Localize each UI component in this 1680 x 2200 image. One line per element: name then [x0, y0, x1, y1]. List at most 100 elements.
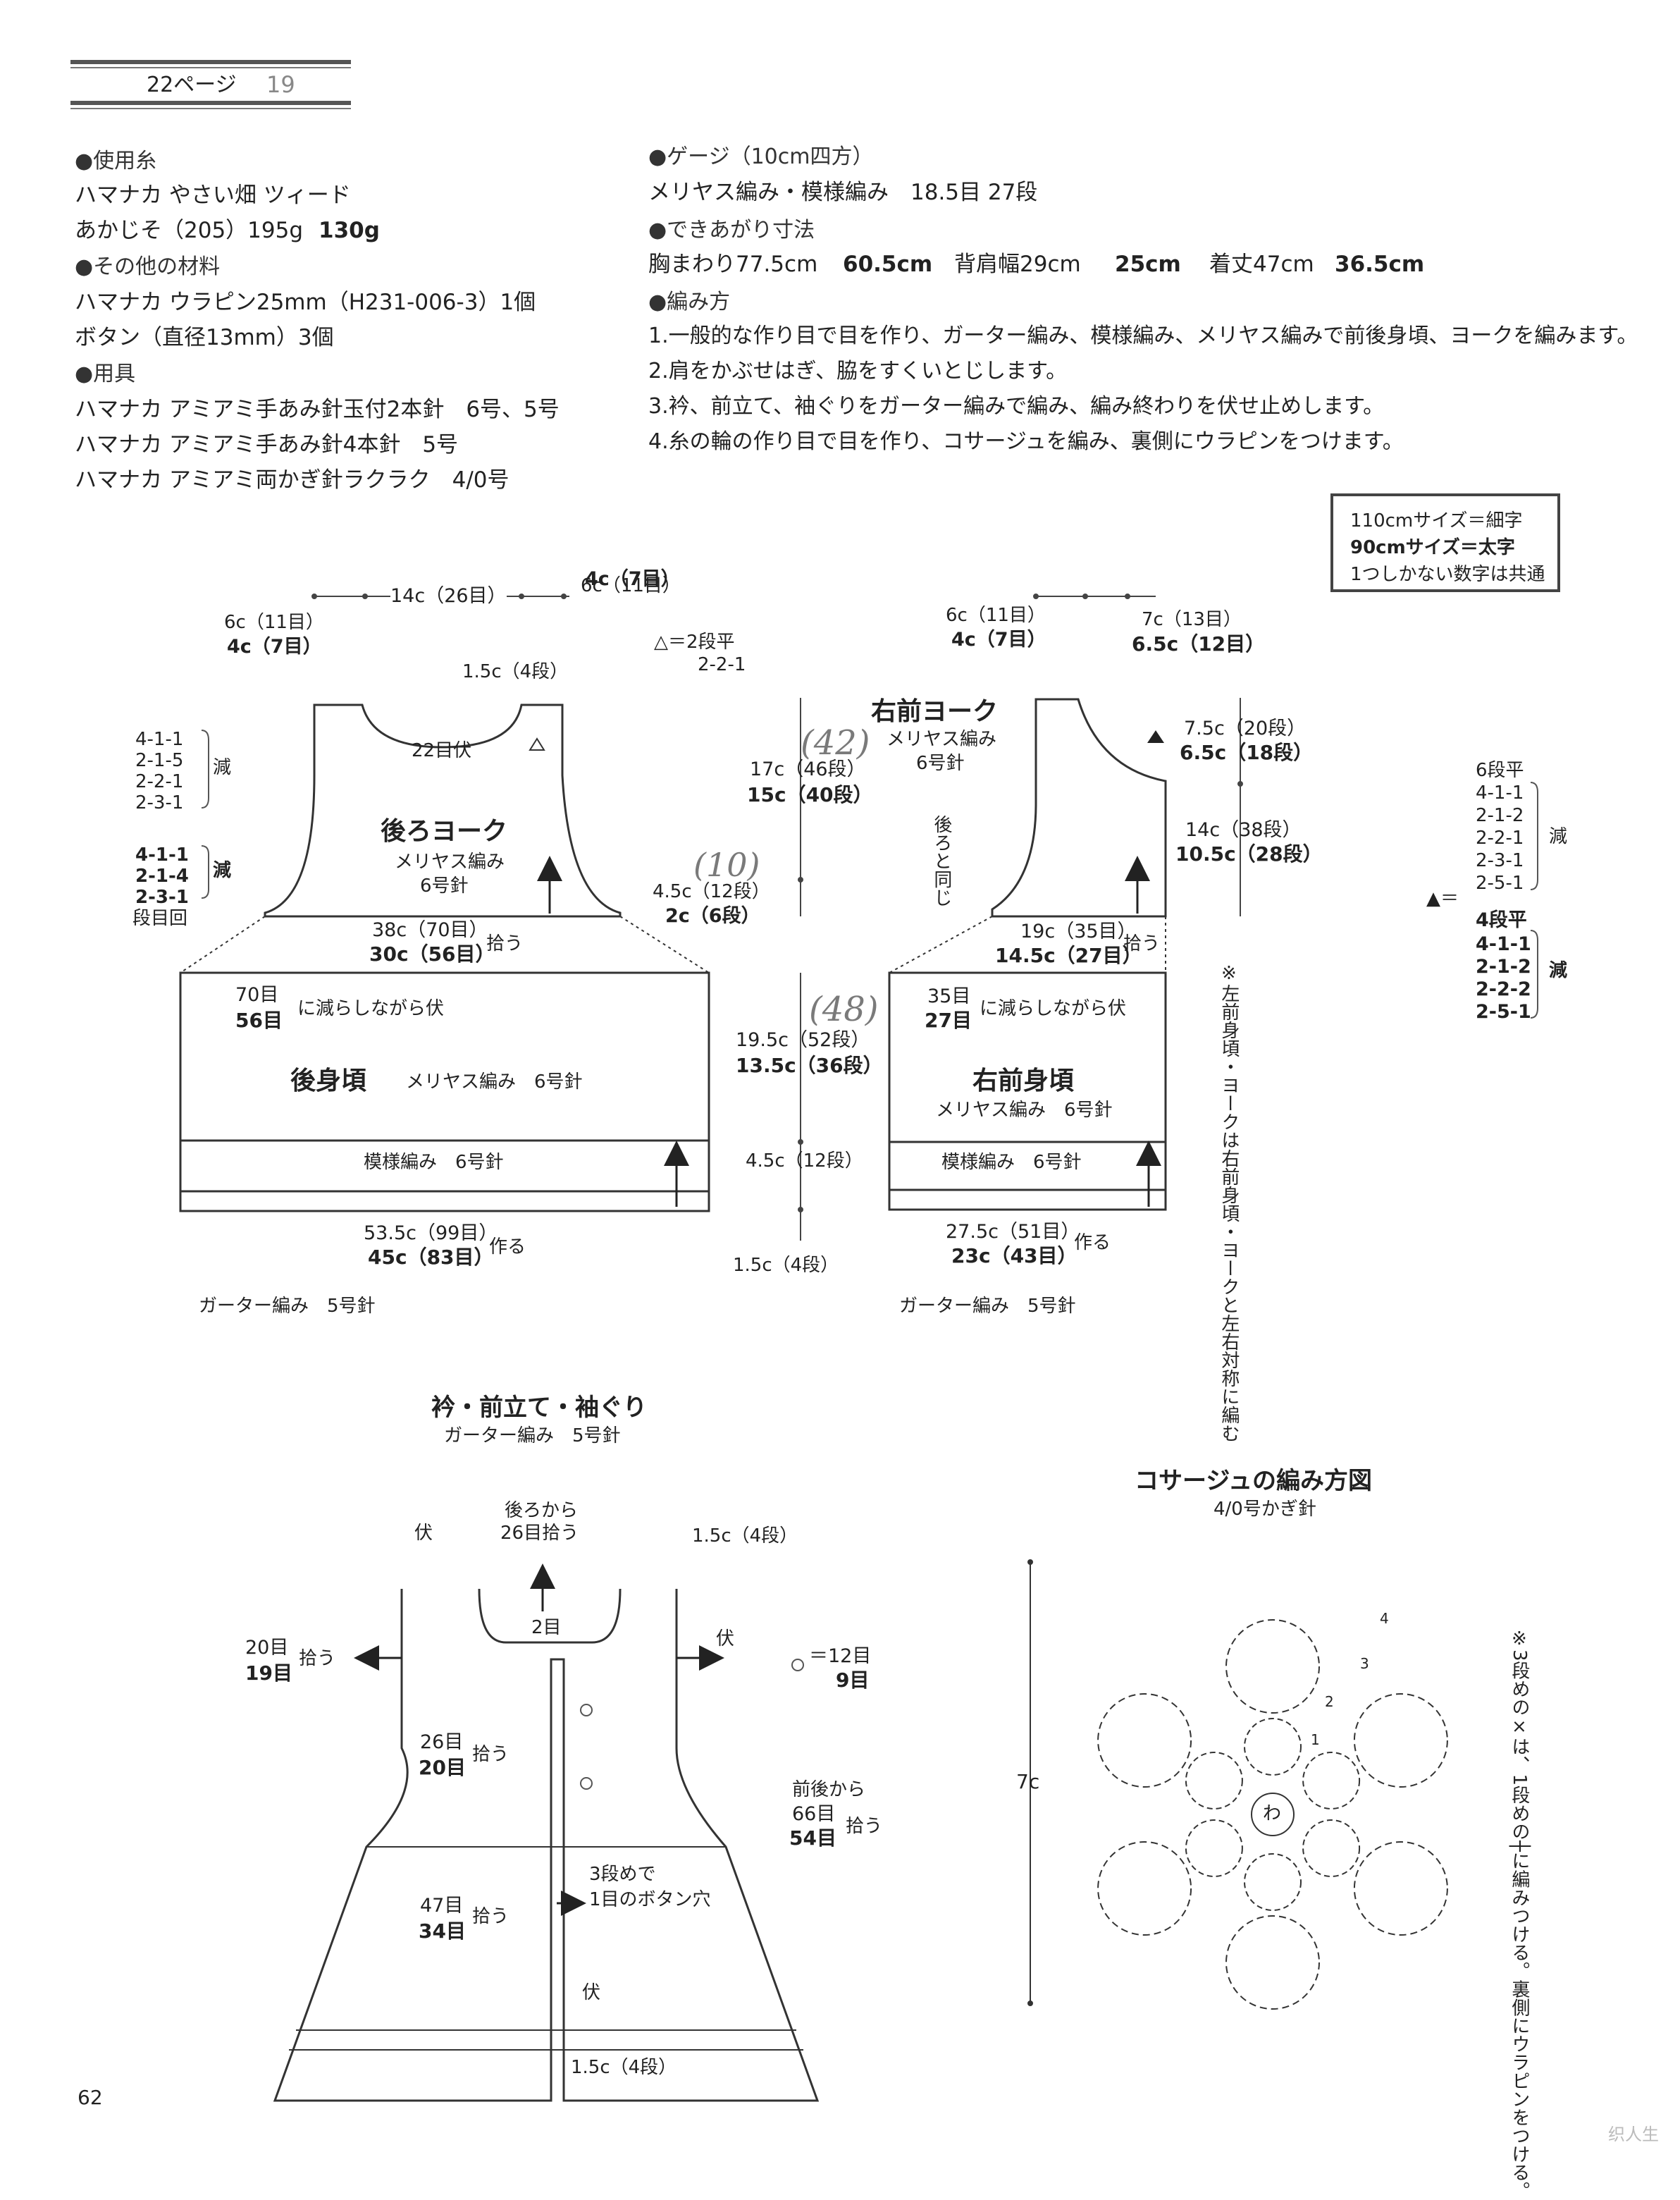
edging-neck-pick-bold: 20目: [419, 1756, 466, 1779]
rate2-4: 2-5-1: [1476, 1001, 1531, 1023]
corsage-chart: [1027, 1559, 1448, 2010]
back-shoulder-left-bold: 4c（7目）: [227, 636, 322, 658]
tools-heading: ●用具: [75, 362, 136, 386]
front-body-dec-text: に減らしながら伏: [980, 998, 1127, 1019]
corsage-petal: [1185, 1819, 1243, 1877]
back-body-title: 後身頃: [290, 1067, 367, 1095]
edging-edge-height: 1.5c（4段）: [692, 1525, 798, 1547]
gauge-heading: ●ゲージ（10cm四方）: [648, 145, 874, 169]
back-yoke-outline: [314, 705, 705, 916]
button-mark-1: [580, 1704, 593, 1716]
back-yoke-width-bold: 30c（56目）: [369, 942, 495, 966]
back-tri-note: △＝2段平: [654, 632, 735, 653]
finished-chest-small: 60.5cm: [843, 252, 933, 277]
legend-line-3: 1つしかない数字は共通: [1350, 564, 1545, 585]
rate2-1: 4-1-1: [1476, 933, 1531, 955]
pattern-number: 19: [266, 71, 295, 98]
rate1-label: 減: [1549, 826, 1568, 847]
edging-fb-pick: 拾う: [846, 1816, 883, 1837]
front-body-stitch: メリヤス編み 6号針: [936, 1100, 1113, 1121]
back-pattern-band: 模様編み 6号針: [364, 1152, 504, 1173]
back-dec2-1: 4-1-1: [135, 844, 189, 866]
edging-bottom-height: 1.5c（4段）: [571, 2057, 677, 2078]
corsage-round-4: 4: [1380, 1610, 1389, 1627]
front-pickup: 拾う: [1123, 933, 1161, 954]
edging-arm-pick-label: 拾う: [299, 1648, 336, 1669]
rate2-3: 2-2-2: [1476, 978, 1531, 1000]
side-brace-2: [1530, 930, 1538, 1019]
back-body-shape: [179, 971, 710, 1212]
size-legend: 110cmサイズ＝細字 90cmサイズ＝太字 1つしかない数字は共通: [1330, 493, 1560, 592]
edging-neck: [478, 1588, 622, 1644]
edging-arm-pick: 20目: [245, 1637, 289, 1659]
back-body-dec: 70目: [235, 984, 279, 1006]
front-shoulder-left-bold: 4c（7目）: [951, 629, 1046, 651]
corsage-center: [1251, 1793, 1295, 1836]
side-brace-1: [1530, 782, 1538, 890]
front-neck-height: 7.5c（20段）: [1184, 718, 1307, 739]
corsage-round-2: 2: [1325, 1693, 1334, 1710]
finished-length: 着丈47cm: [1209, 252, 1314, 277]
edging-right-bind: 伏: [716, 1628, 735, 1649]
edging-neck-pick-label: 拾う: [472, 1744, 509, 1765]
back-neck-width: 14c（26目）: [390, 585, 507, 607]
other-item-2: ボタン（直径13mm）3個: [75, 325, 334, 350]
rate2-2: 2-1-2: [1476, 956, 1531, 978]
corsage-hook: 4/0号かぎ針: [1213, 1499, 1316, 1520]
back-dec1-2: 2-1-5: [135, 750, 184, 771]
corsage-petal: [1353, 1693, 1448, 1788]
back-dec1-1: 4-1-1: [135, 729, 184, 750]
front-cast: 作る: [1074, 1232, 1111, 1253]
schematic-drawings: [179, 594, 1538, 2102]
back-yoke-width: 38c（70目）: [372, 919, 488, 941]
back-triangle-mark: [529, 737, 545, 751]
front-yoke-width: 19c（35目）: [1020, 921, 1137, 942]
rate1-0: 6段平: [1476, 760, 1524, 781]
back-pickup: 拾う: [486, 933, 524, 954]
front-yoke-needle: 6号針: [916, 753, 965, 774]
rate1-1: 4-1-1: [1476, 782, 1524, 804]
back-brace-2: [201, 845, 209, 899]
finished-shoulder-small: 25cm: [1115, 252, 1181, 277]
front-cast-width: 27.5c（51目）: [946, 1221, 1080, 1243]
front-body-dec: 35目: [927, 985, 971, 1007]
corsage-petal: [1244, 1718, 1302, 1776]
front-yoke-width-bold: 14.5c（27目）: [995, 944, 1142, 967]
back-dec2-3: 2-3-1: [135, 887, 189, 908]
back-yoke-shape: [264, 703, 622, 918]
edging-subtitle: ガーター編み 5号針: [444, 1425, 621, 1446]
front-body-title: 右前身頃: [972, 1067, 1075, 1095]
corsage-round-3: 3: [1360, 1655, 1369, 1672]
finished-shoulder: 背肩幅29cm: [954, 252, 1081, 277]
edging-btn-eq-bold: 9目: [836, 1669, 870, 1692]
front-cast-width-bold: 23c（43目）: [951, 1244, 1077, 1267]
corsage-petal: [1097, 1693, 1192, 1788]
method-step-1: 1.一般的な作り目で目を作り、ガーター編み、模様編み、メリヤス編みで前後身頃、ヨ…: [648, 324, 1638, 348]
front-body-shape: [888, 971, 1167, 1211]
rate1-4: 2-3-1: [1476, 850, 1524, 871]
corsage-petal: [1302, 1752, 1361, 1809]
front-same-as-back: 後ろと同じ: [930, 815, 952, 907]
front-symmetric-note: ※左前身頃・ヨークは右前身頃・ヨークと左右対称に編む: [1218, 963, 1240, 1442]
back-tri-note2: 2-2-1: [698, 654, 746, 675]
back-dec1-3: 2-2-1: [135, 771, 184, 792]
front-dotted-left: [889, 916, 993, 973]
back-yoke-title: 後ろヨーク: [381, 817, 508, 846]
back-cast: 作る: [489, 1236, 526, 1258]
back-dec2-2: 2-1-4: [135, 866, 189, 887]
corsage-petal: [1302, 1819, 1361, 1877]
tool-1: ハマナカ アミアミ手あみ針玉付2本針 6号、5号: [75, 397, 560, 422]
mid-yoke-height: 17c（46段）: [750, 758, 866, 780]
front-yoke-rest-bold: 10.5c（28段）: [1175, 842, 1323, 866]
watermark: 织人生: [1608, 2125, 1659, 2144]
mid-garter-height: 1.5c（4段）: [733, 1255, 839, 1276]
edging-from-back-n: 26目拾う: [500, 1523, 579, 1544]
edging-fb-n: 66目: [792, 1803, 836, 1825]
page-ref: 22ページ: [147, 73, 237, 97]
edging-neck-pick: 26目: [420, 1731, 464, 1753]
yarn-heading: ●使用糸: [75, 149, 157, 173]
page-number: 62: [78, 2086, 103, 2109]
button-mark-2: [580, 1777, 593, 1790]
back-dec1-label: 減: [213, 757, 232, 778]
corsage-size: 7c: [1016, 1770, 1040, 1793]
